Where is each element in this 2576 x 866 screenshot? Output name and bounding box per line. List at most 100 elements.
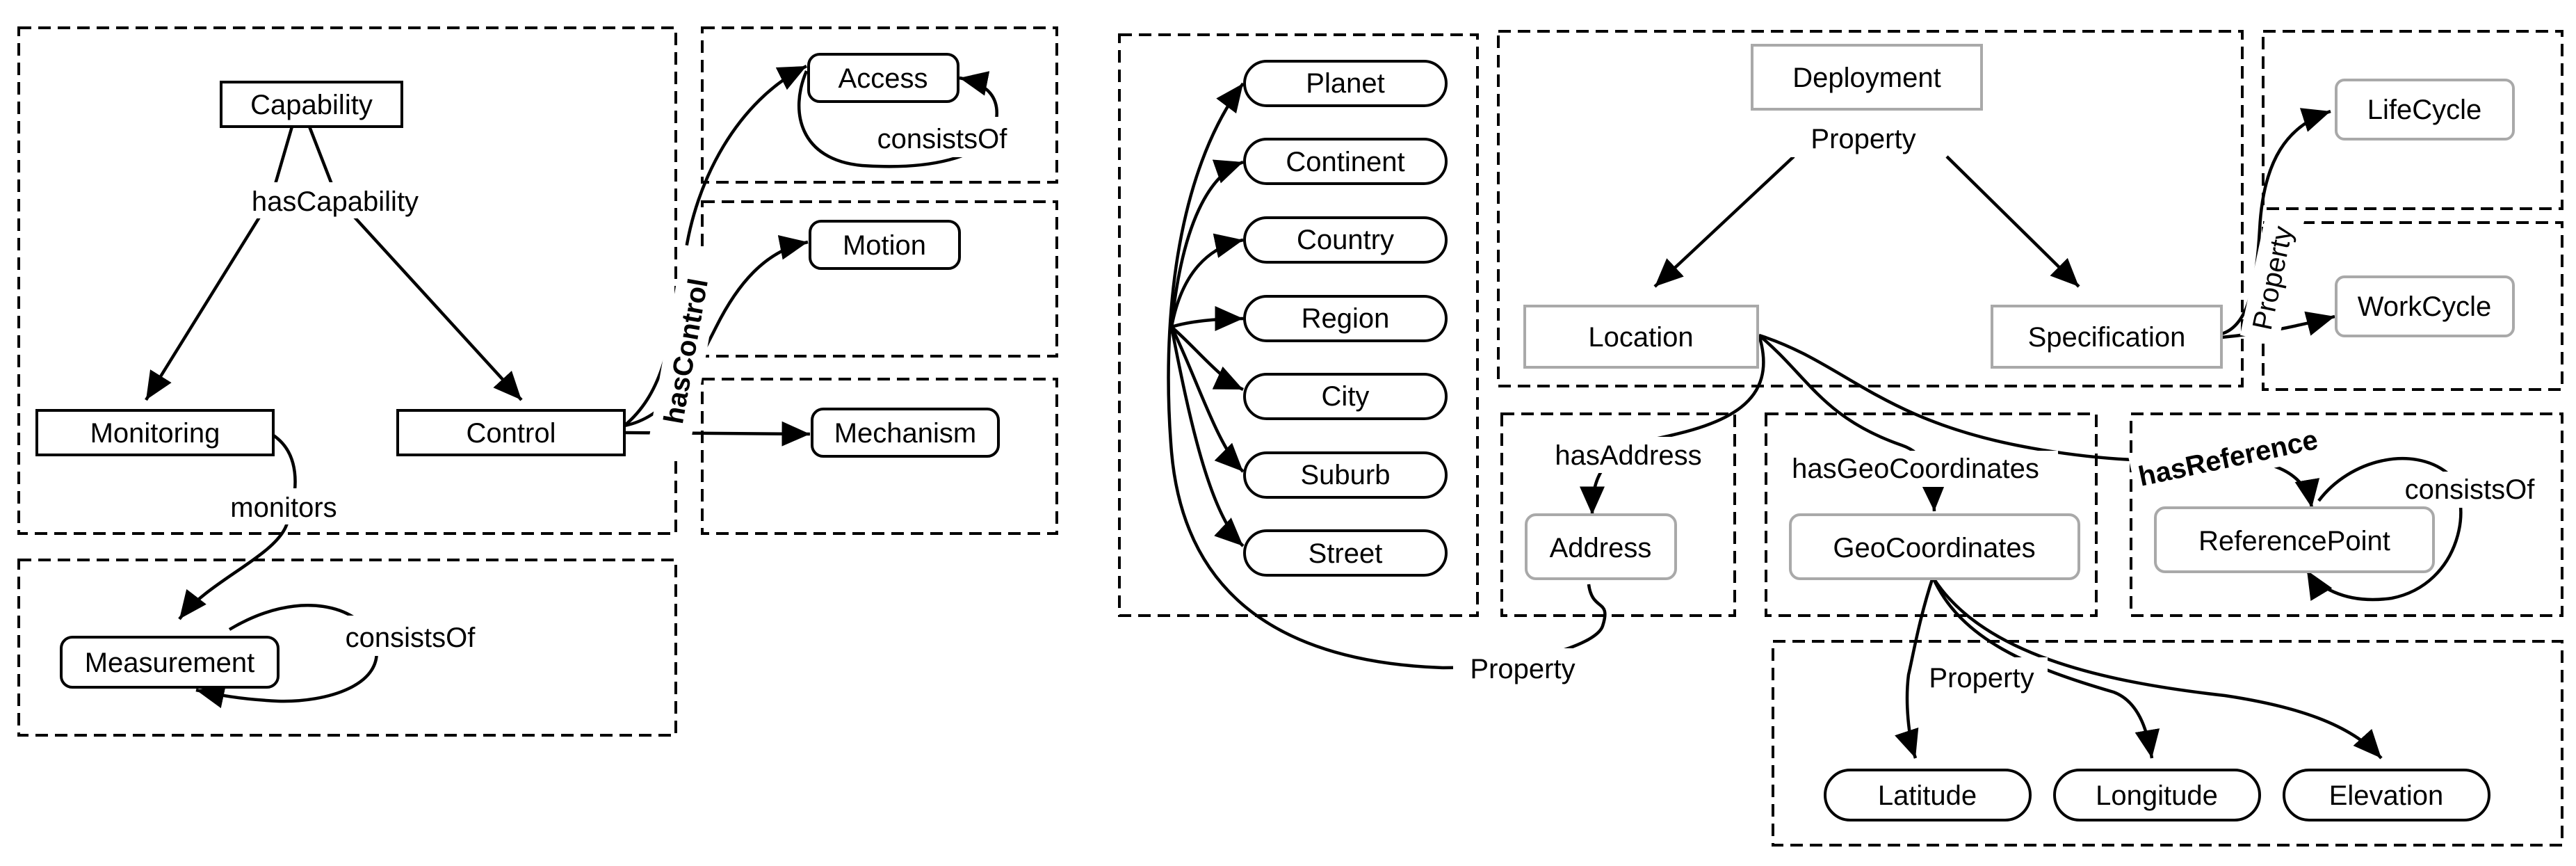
coordinates-values-group	[1772, 640, 2563, 847]
node-referencepoint	[2154, 506, 2435, 573]
node-mechanism-label: Mechanism	[834, 418, 977, 449]
label-hasreference: hasReference	[2136, 424, 2321, 492]
node-elevation-label: Elevation	[2329, 780, 2444, 811]
label-hasreference-group: hasReference	[2128, 417, 2328, 497]
label-bg	[2381, 472, 2559, 508]
label-hasgeocoordinates: hasGeoCoordinates	[1792, 454, 2039, 484]
label-bg	[222, 182, 448, 218]
label-bg	[1787, 117, 1940, 157]
label-bg	[1453, 648, 1592, 687]
label-hascapability: hasCapability	[252, 186, 419, 217]
label-property-location: Property	[1470, 654, 1575, 684]
node-latitude-label: Latitude	[1878, 780, 1977, 811]
node-geocoordinates	[1789, 513, 2080, 580]
edge-monitoring-measurement	[178, 433, 297, 620]
address-group	[1500, 412, 1736, 617]
node-lifecycle-label: LifeCycle	[2367, 95, 2482, 125]
node-planet	[1243, 60, 1448, 107]
edge-property-suburb	[1169, 326, 1245, 473]
node-street-label: Street	[1309, 538, 1383, 569]
node-access	[807, 53, 959, 103]
node-access-label: Access	[839, 63, 928, 94]
edge-geo-longitude	[1931, 577, 2160, 759]
node-address	[1525, 513, 1677, 580]
edge-referencepoint-consistsof	[2306, 457, 2463, 602]
node-suburb-label: Suburb	[1301, 460, 1391, 490]
edge-property-city	[1170, 326, 1244, 392]
node-city-label: City	[1322, 381, 1370, 412]
node-motion-label: Motion	[843, 230, 926, 261]
label-bg	[1915, 657, 2048, 696]
label-hascontrol-group: hasControl	[647, 244, 724, 458]
node-suburb	[1243, 451, 1448, 499]
capability-group	[17, 26, 677, 535]
node-motion	[809, 220, 961, 270]
label-bg	[1773, 451, 2058, 487]
node-location-label: Location	[1588, 322, 1693, 353]
node-region-label: Region	[1302, 303, 1390, 334]
mechanism-group	[701, 378, 1058, 535]
node-longitude	[2053, 769, 2261, 821]
edge-property-country	[1169, 233, 1244, 328]
node-location	[1523, 305, 1759, 369]
node-city	[1243, 373, 1448, 420]
node-address-label: Address	[1550, 533, 1652, 563]
node-specification-label: Specification	[2028, 322, 2186, 353]
node-continent-label: Continent	[1286, 147, 1404, 177]
label-bg	[2128, 417, 2328, 497]
node-country	[1243, 216, 1448, 264]
edge-access-consistsof	[797, 70, 998, 168]
label-property-deployment: Property	[1811, 124, 1915, 154]
node-lifecycle	[2335, 79, 2515, 141]
node-monitoring-label: Monitoring	[90, 418, 220, 449]
edge-property-street	[1169, 326, 1245, 547]
edge-capability-monitoring	[145, 126, 294, 401]
lifecycle-group	[2262, 30, 2563, 210]
edge-property-region	[1171, 306, 1244, 332]
label-property-geo: Property	[1929, 663, 2034, 693]
edge-deployment-specification	[1945, 155, 2080, 288]
geocoordinates-group	[1765, 412, 2098, 617]
node-measurement	[60, 636, 280, 689]
node-capability	[220, 81, 403, 128]
label-bg	[2239, 212, 2305, 344]
deployment-group	[1497, 30, 2244, 387]
edge-specification-lifecycle	[2221, 108, 2331, 336]
node-planet-label: Planet	[1306, 68, 1384, 99]
edge-property-planet	[1167, 82, 1443, 670]
label-bg	[1540, 437, 1717, 473]
node-workcycle-label: WorkCycle	[2358, 291, 2492, 322]
label-consistsof-measurement: consistsOf	[346, 623, 476, 653]
label-consistsof-reference: consistsOf	[2405, 474, 2536, 505]
label-property-spec-group: Property	[2239, 212, 2305, 344]
edge-deployment-location	[1653, 155, 1795, 288]
edge-geo-elevation	[1931, 576, 2383, 760]
edge-measurement-consistsof	[195, 604, 378, 709]
edge-location-referencepoint	[1758, 333, 2320, 508]
label-hasaddress: hasAddress	[1555, 440, 1701, 471]
node-geocoordinates-label: GeoCoordinates	[1833, 533, 2035, 563]
node-longitude-label: Longitude	[2096, 780, 2218, 811]
node-continent	[1243, 138, 1448, 185]
edge-capability-control	[307, 126, 523, 401]
label-bg	[313, 616, 525, 656]
node-street	[1243, 529, 1448, 577]
node-mechanism	[811, 408, 1000, 458]
label-bg	[172, 488, 395, 524]
node-deployment	[1751, 44, 1983, 111]
node-control	[396, 409, 626, 456]
edge-geo-latitude	[1895, 577, 1935, 759]
node-country-label: Country	[1297, 225, 1394, 255]
label-bg	[854, 117, 1031, 157]
label-monitors: monitors	[230, 492, 337, 523]
node-referencepoint-label: ReferencePoint	[2198, 526, 2390, 556]
node-measurement-label: Measurement	[85, 648, 255, 678]
geo-hierarchy-group	[1118, 33, 1479, 617]
node-specification	[1991, 305, 2223, 369]
label-bg	[647, 244, 724, 458]
node-capability-label: Capability	[250, 90, 373, 120]
edge-property-continent	[1169, 159, 1244, 328]
edge-control-access	[623, 64, 808, 427]
